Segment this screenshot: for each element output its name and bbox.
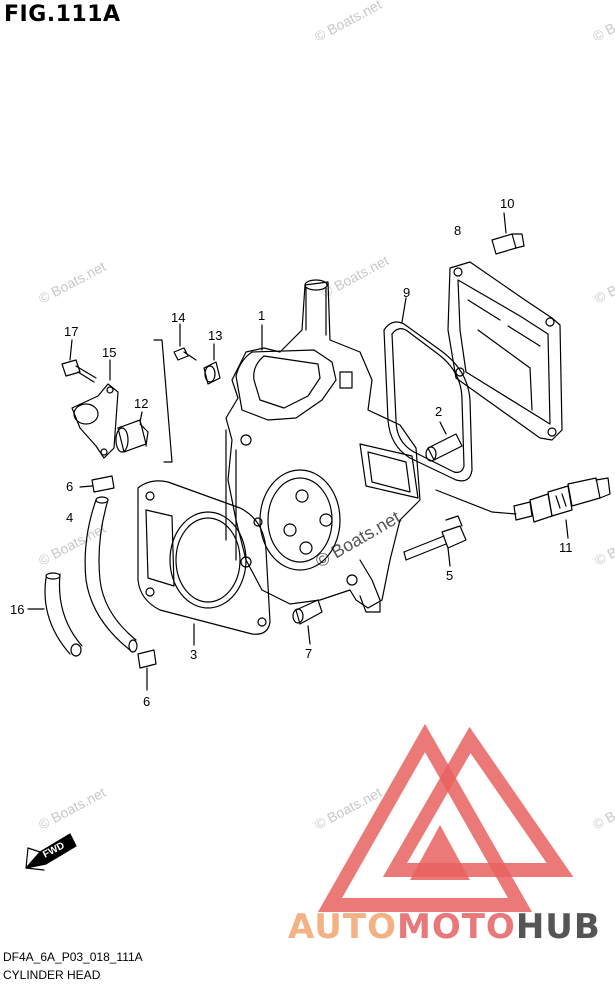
brand-auto: AUTO <box>288 907 397 947</box>
callout-1: 1 <box>258 308 265 323</box>
watermark: © Boats.net <box>36 784 108 833</box>
brand-logo-icon <box>317 723 574 912</box>
svg-text:AUTOMOTOHUB: AUTOMOTOHUB <box>288 907 601 947</box>
brand-moto: MOTO <box>397 907 516 947</box>
callout-17: 17 <box>64 324 78 339</box>
callout-3: 3 <box>190 647 197 662</box>
callout-5: 5 <box>446 568 453 583</box>
cylinder-head-cover <box>447 261 563 441</box>
callout-16: 16 <box>10 602 24 617</box>
cover-gasket <box>383 297 473 482</box>
callout-10: 10 <box>500 196 514 211</box>
locating-pin <box>292 599 323 645</box>
small-bolt <box>173 323 197 361</box>
callout-8: 8 <box>454 223 461 238</box>
callout-14: 14 <box>171 310 185 325</box>
head-bolt <box>403 515 467 567</box>
spark-plug <box>435 477 611 539</box>
thermostat-cover <box>71 359 119 459</box>
watermark: © Boats.net <box>590 784 615 833</box>
head-gasket <box>137 480 271 646</box>
callout-12: 12 <box>134 396 148 411</box>
cylinder-head <box>225 279 421 613</box>
callout-2: 2 <box>435 404 442 419</box>
callout-6-upper: 6 <box>66 479 73 494</box>
watermark: © Boats.net <box>312 0 384 45</box>
watermark: © Boats.net <box>319 252 391 301</box>
water-hose <box>84 496 138 653</box>
watermark: © Boats.net <box>36 520 108 569</box>
hose-clip-lower <box>137 649 157 691</box>
bypass-hose <box>27 572 83 657</box>
thermostat-bolt <box>61 339 97 383</box>
watermark: © Boats.net <box>36 258 108 307</box>
brand-hub: HUB <box>516 907 601 947</box>
callout-4: 4 <box>66 510 73 525</box>
thermostat <box>115 411 149 453</box>
callout-7: 7 <box>305 646 312 661</box>
small-pin <box>203 343 221 385</box>
watermark: © Boats.net <box>592 520 615 569</box>
diagram-caption: CYLINDER HEAD <box>3 968 101 982</box>
figure-title: FIG.111A <box>4 2 121 27</box>
callout-9: 9 <box>403 285 410 300</box>
callout-labels: 1 2 3 4 5 6 6 7 8 9 10 11 12 13 14 15 16… <box>10 196 573 709</box>
diagram-code: DF4A_6A_P03_018_111A <box>3 950 143 964</box>
callout-15: 15 <box>102 345 116 360</box>
callout-6-lower: 6 <box>143 694 150 709</box>
dowel-pin <box>425 421 463 462</box>
callout-11: 11 <box>559 540 573 555</box>
watermark: © Boats.net <box>590 0 615 45</box>
callout-13: 13 <box>208 328 222 343</box>
forward-arrow-icon <box>25 833 77 871</box>
brand-wordmark: AUTOMOTOHUB <box>288 907 601 947</box>
hose-clip-upper <box>79 475 115 493</box>
group-bracket <box>153 339 173 463</box>
watermark: © Boats.net <box>592 258 615 307</box>
cover-bolt <box>491 212 525 255</box>
watermarks: © Boats.net © Boats.net © Boats.net © Bo… <box>36 0 615 833</box>
